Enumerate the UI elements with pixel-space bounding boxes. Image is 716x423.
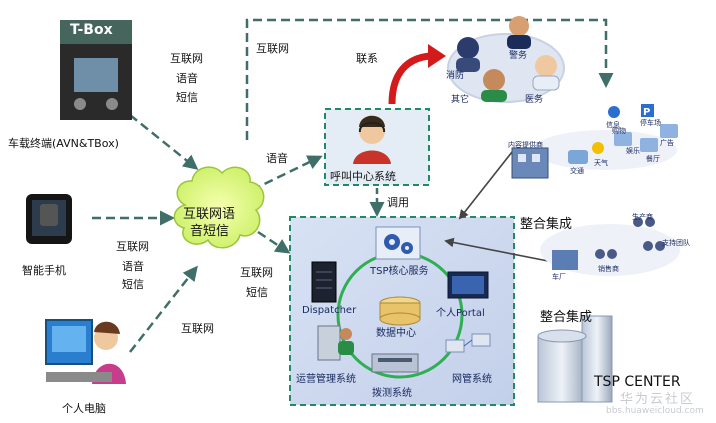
content-to-tsp-arrow bbox=[458, 151, 513, 220]
fire-label: 消防 bbox=[446, 71, 465, 81]
phone-edge-label-2: 语音 bbox=[122, 260, 144, 273]
tbox-edge-label-2: 语音 bbox=[176, 72, 198, 85]
contact-label: 联系 bbox=[356, 52, 378, 65]
partners-to-tsp-arrow bbox=[444, 237, 549, 262]
ops-mgmt-label: 运营管理系统 bbox=[296, 374, 356, 385]
call-center-agent-icon bbox=[353, 115, 391, 164]
personal-portal-label: 个人Portal bbox=[436, 308, 485, 319]
ops-mgmt-icon bbox=[317, 325, 354, 361]
medical-label: 医务 bbox=[525, 95, 544, 105]
contact-arrow-head bbox=[428, 44, 446, 68]
police-label: 警务 bbox=[509, 51, 528, 61]
tbox-device bbox=[60, 20, 132, 120]
pc-label: 个人电脑 bbox=[62, 402, 106, 415]
test-system-icon bbox=[371, 353, 419, 373]
content-providers-cluster: P bbox=[511, 104, 678, 179]
test-system-label: 拨测系统 bbox=[372, 388, 412, 399]
manufacturer-label: 生产商 bbox=[632, 213, 653, 221]
phone-edge-label-1: 互联网 bbox=[116, 240, 149, 253]
content-provider-label: 内容提供商 bbox=[508, 141, 543, 149]
svg-text:P: P bbox=[643, 107, 650, 118]
cloud-to-callcenter-arrow bbox=[251, 155, 323, 192]
contact-arrow bbox=[388, 52, 431, 105]
tbox-edge-label-3: 短信 bbox=[176, 91, 198, 104]
phone-edge-label-3: 短信 bbox=[122, 278, 144, 291]
pc-device bbox=[45, 319, 126, 384]
invoke-label: 调用 bbox=[387, 196, 409, 209]
tsp-center-building bbox=[537, 315, 613, 403]
tbox-header: T-Box bbox=[70, 22, 113, 38]
voice-edge-label: 语音 bbox=[266, 152, 288, 165]
factory-label: 车厂 bbox=[552, 273, 566, 281]
cloud-label-line2: 音短信 bbox=[190, 224, 230, 239]
internet-top-label: 互联网 bbox=[256, 42, 289, 55]
tbox-edge-label-1: 互联网 bbox=[170, 52, 203, 65]
vehicle-terminal-label: 车载终端(AVN&TBox) bbox=[8, 137, 119, 150]
restaurant-label: 餐厅 bbox=[646, 155, 660, 163]
ads-label: 广告 bbox=[660, 139, 674, 147]
dispatcher-label: Dispatcher bbox=[302, 305, 357, 316]
network-mgmt-icon bbox=[445, 333, 491, 353]
integrate-label-1: 整合集成 bbox=[520, 217, 573, 232]
partners-cluster bbox=[540, 217, 680, 276]
smartphone-device bbox=[26, 194, 72, 244]
smartphone-label: 智能手机 bbox=[22, 264, 66, 277]
call-center-label: 呼叫中心系统 bbox=[330, 170, 396, 183]
support-team-label: 支持团队 bbox=[662, 239, 690, 247]
other-label: 其它 bbox=[451, 95, 470, 105]
entertainment-label: 娱乐 bbox=[626, 147, 640, 155]
parking-label: 停车场 bbox=[640, 119, 661, 127]
shopping-label: 购物 bbox=[612, 127, 626, 135]
cloud-to-tsp-arrow bbox=[257, 230, 291, 254]
pc-edge-label: 互联网 bbox=[181, 322, 214, 335]
tsp-edge-label-2: 短信 bbox=[246, 286, 268, 299]
sms-voice-cloud bbox=[173, 166, 265, 249]
sales-label: 销售商 bbox=[598, 265, 619, 273]
portal-screen-icon bbox=[447, 271, 489, 299]
data-center-db-icon bbox=[379, 296, 421, 326]
data-center-label: 数据中心 bbox=[376, 328, 416, 339]
dispatcher-server-icon bbox=[311, 261, 337, 303]
integrate-label-2: 整合集成 bbox=[540, 310, 593, 325]
emergency-services bbox=[447, 16, 565, 103]
traffic-label: 交通 bbox=[570, 167, 584, 175]
tsp-center-label: TSP CENTER bbox=[594, 374, 681, 390]
tsp-edge-label-1: 互联网 bbox=[240, 266, 273, 279]
tsp-core-label: TSP核心服务 bbox=[370, 266, 429, 277]
tbox-to-cloud-arrow bbox=[129, 114, 199, 170]
watermark-url: bbs.huaweicloud.com bbox=[606, 406, 704, 416]
info-label: 信息 bbox=[606, 121, 620, 129]
cloud-label-line1: 互联网语 bbox=[183, 207, 236, 222]
network-mgmt-label: 网管系统 bbox=[452, 374, 492, 385]
tsp-core-gear-icon bbox=[375, 226, 421, 260]
watermark-text: 华为云社区 bbox=[620, 392, 696, 407]
weather-label: 天气 bbox=[594, 159, 608, 167]
pc-to-cloud-arrow bbox=[129, 265, 198, 353]
internet-route-arrow bbox=[245, 18, 614, 140]
